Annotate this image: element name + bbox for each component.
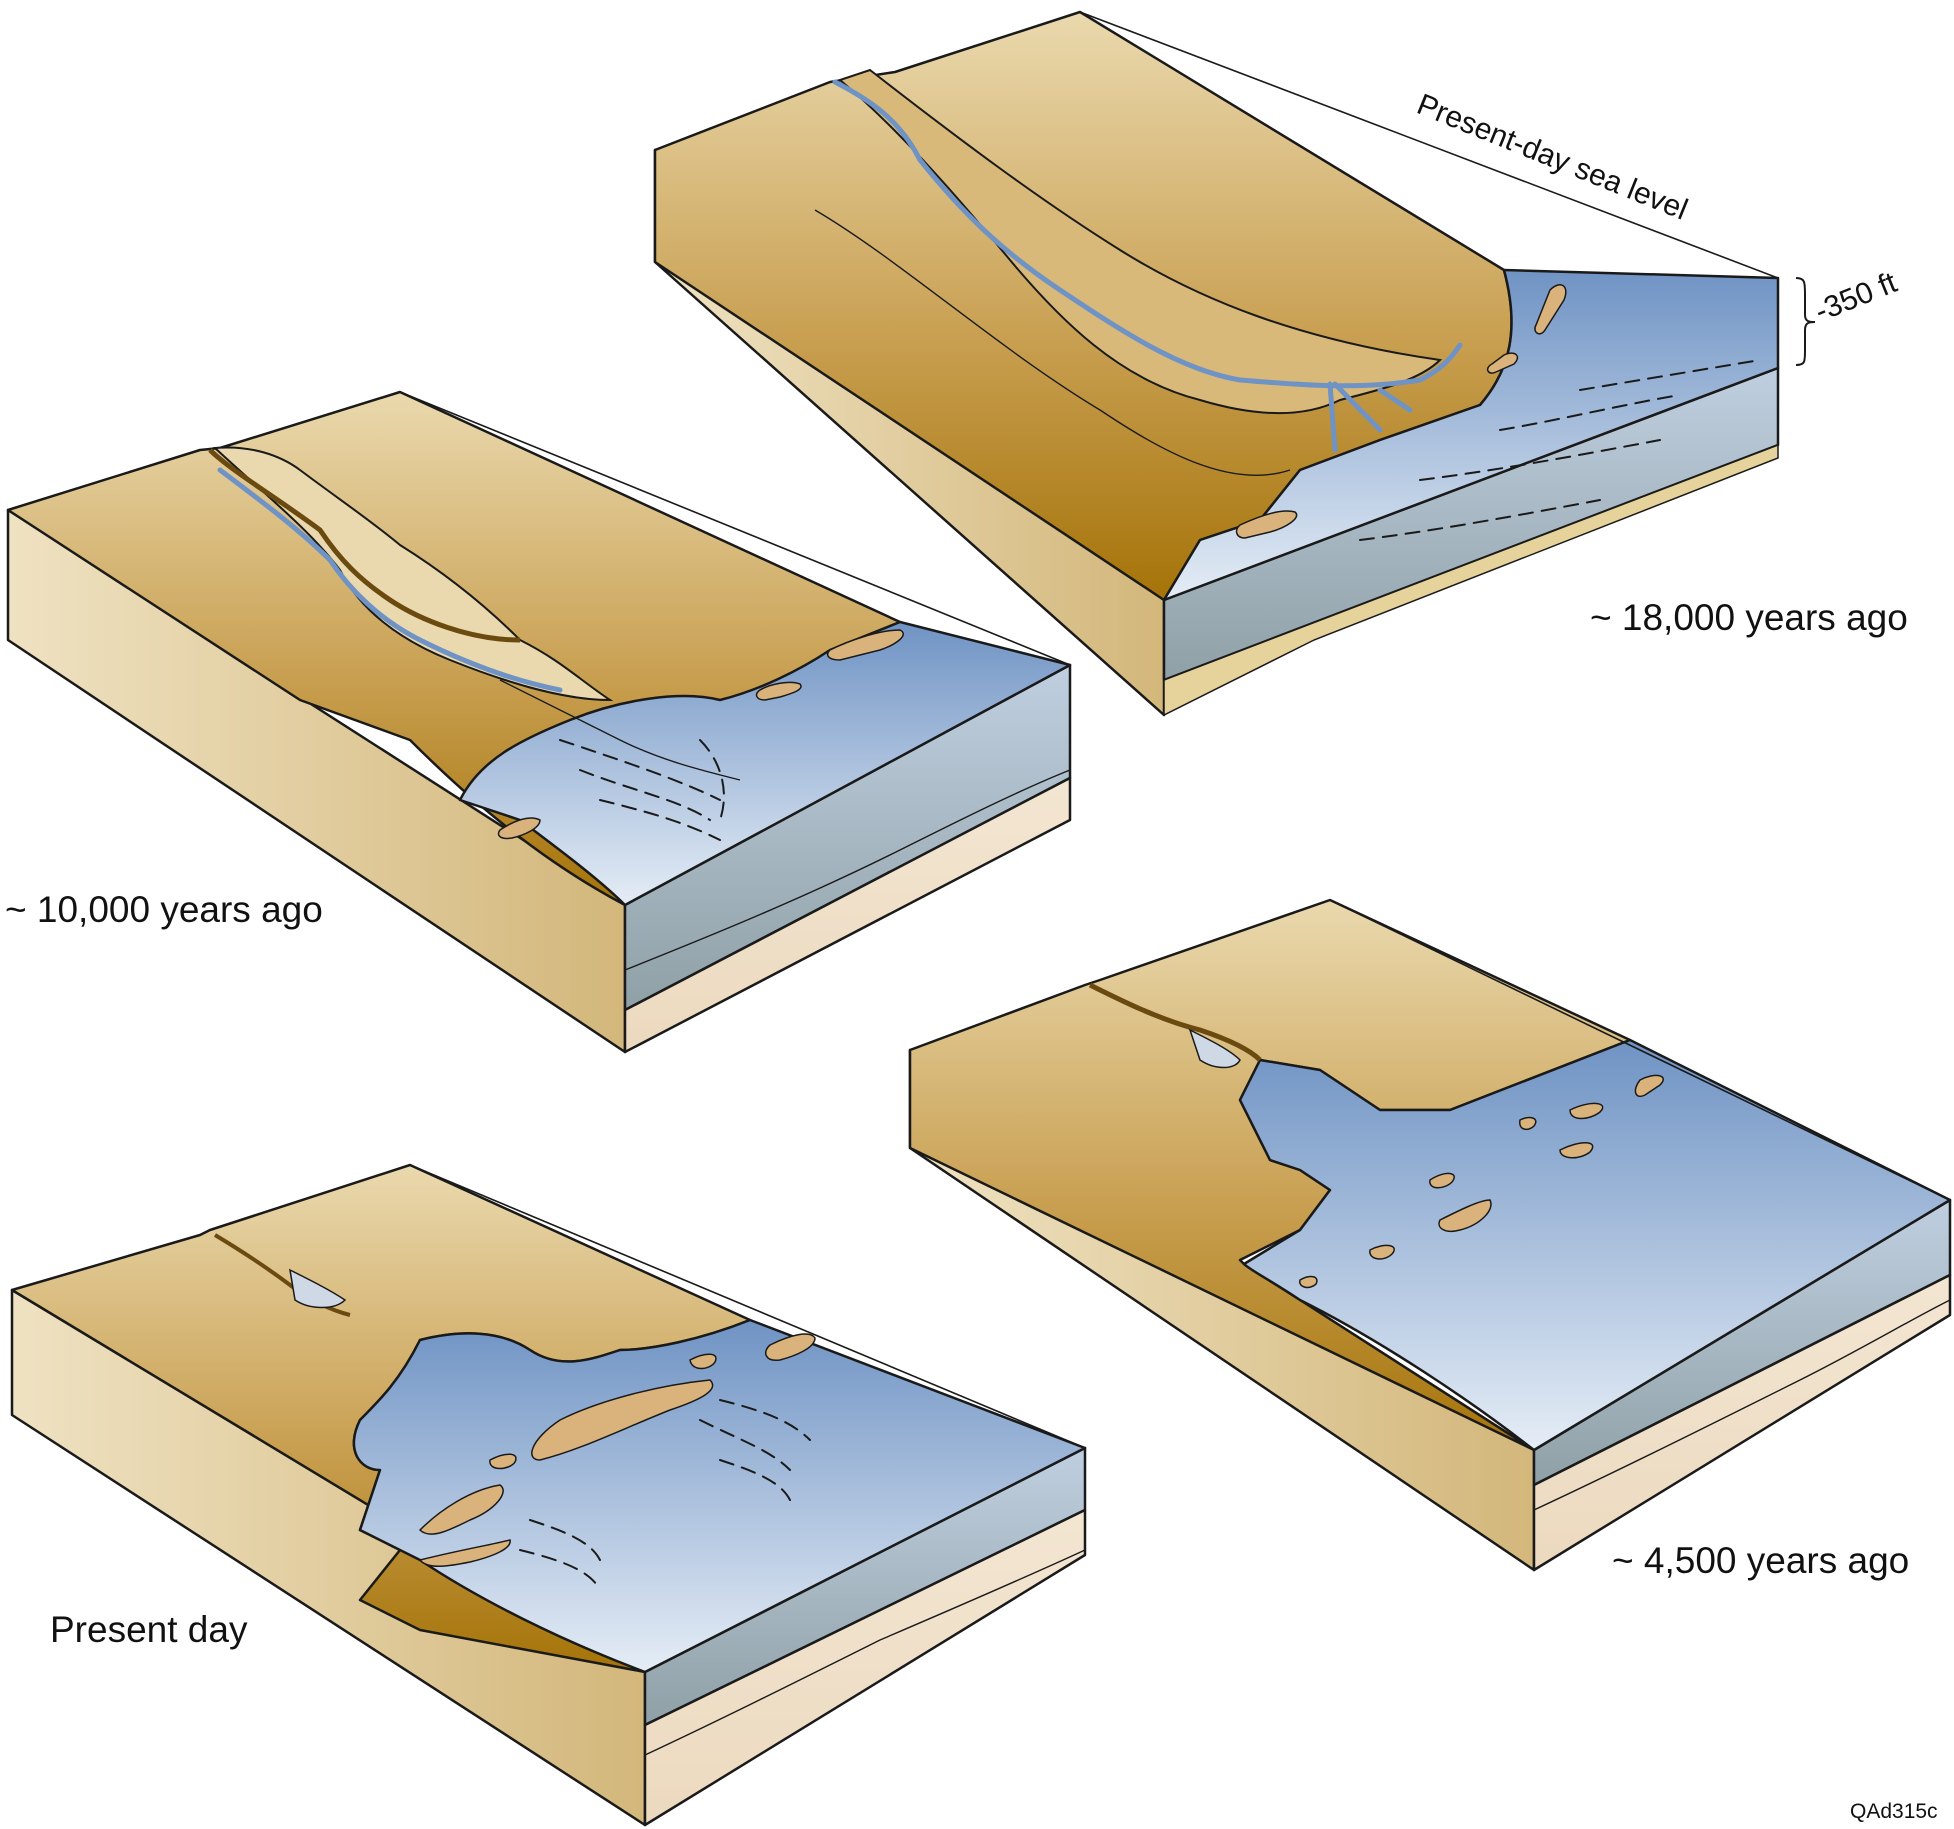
figure-code: QAd315c	[1850, 1800, 1938, 1823]
barrier-island	[1534, 284, 1567, 335]
panel-4500-years-ago: ~ 4,500 years ago	[908, 898, 1952, 1581]
river	[217, 467, 563, 693]
panel-present-day: Present day	[10, 1163, 1087, 1827]
depth-label: -350 ft	[1810, 266, 1902, 329]
shelf-water	[1162, 268, 1780, 602]
panel-caption: ~ 4,500 years ago	[1612, 1540, 1909, 1581]
sea-level-plane	[1079, 11, 1779, 368]
sea-level-plane	[1329, 899, 1951, 1201]
panel-18000-years-ago: -350 ft Present-day sea level ~ 18,000 y…	[653, 10, 1908, 717]
sediment-front-face	[623, 776, 1072, 1054]
panel-caption: ~ 10,000 years ago	[5, 889, 323, 930]
barrier-island	[1634, 1074, 1664, 1097]
sediment-front-face	[643, 1508, 1087, 1827]
river	[832, 79, 1463, 389]
barrier-island	[827, 629, 904, 661]
panel-caption: ~ 18,000 years ago	[1590, 597, 1908, 638]
panel-10000-years-ago: ~ 10,000 years ago	[5, 390, 1072, 1054]
shelf-water	[458, 620, 1072, 907]
sea-level-plane	[409, 1164, 1086, 1449]
bay-water	[352, 1318, 1087, 1674]
sea-level-plane	[399, 391, 1071, 666]
estuary-water	[1238, 1038, 1952, 1452]
sea-level-label: Present-day sea level	[1412, 88, 1692, 227]
sediment-front-face	[1532, 1273, 1952, 1572]
barrier-island	[764, 1333, 816, 1361]
panel-caption: Present day	[50, 1609, 248, 1650]
sediment-strip	[1163, 443, 1779, 717]
depth-brace	[1795, 277, 1816, 366]
